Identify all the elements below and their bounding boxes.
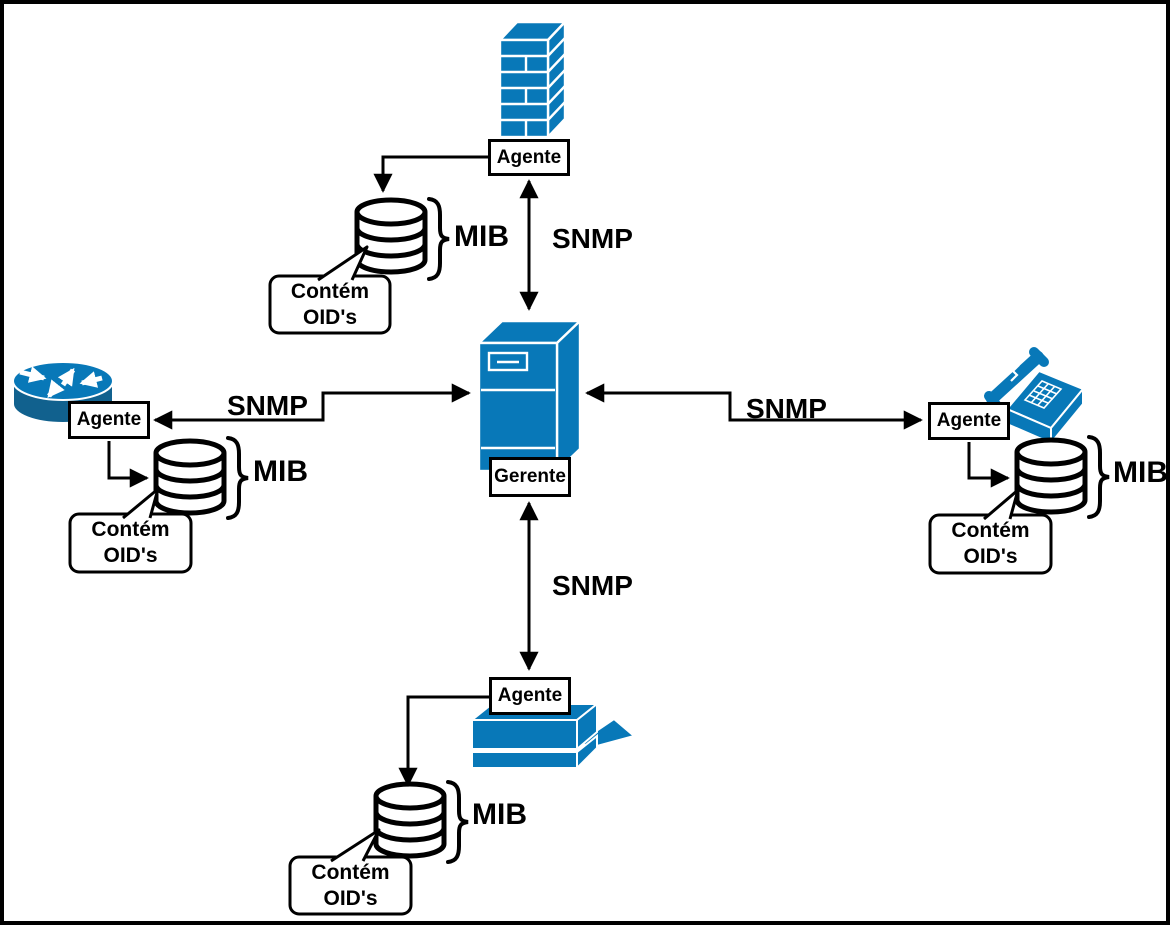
callout-right-line1: Contém: [951, 519, 1030, 542]
callout-bottom-line1: Contém: [311, 860, 390, 884]
snmp-label-top: SNMP: [552, 223, 633, 254]
callout-bottom-line2: OID's: [323, 886, 378, 910]
mib-database-bottom: [376, 784, 444, 856]
mib-label-bottom: MIB: [472, 798, 527, 831]
agent-box-left: Agente: [68, 401, 150, 439]
mib-brace-top: [427, 197, 451, 281]
connector-agent-mib-top: [373, 155, 488, 193]
firewall-icon: [497, 18, 568, 141]
callout-right-line2: OID's: [963, 545, 1018, 568]
callout-left-shape: [68, 487, 193, 574]
connector-agent-mib-right: [967, 442, 1010, 488]
callout-text-left: Contém OID's: [70, 514, 191, 572]
connector-agent-mib-bottom: [398, 695, 489, 787]
connector-agent-mib-left: [107, 441, 149, 488]
connector-snmp-left: [153, 383, 471, 430]
agent-box-bottom: Agente: [489, 677, 571, 715]
callout-left-line2: OID's: [103, 544, 158, 567]
mib-label-right: MIB: [1113, 456, 1168, 489]
callout-text-top: Contém OID's: [270, 276, 390, 333]
callout-top-line1: Contém: [290, 279, 370, 303]
agent-box-top: Agente: [488, 139, 570, 176]
connector-snmp-right: [585, 383, 923, 430]
callout-text-bottom: Contém OID's: [290, 857, 411, 914]
snmp-label-left: SNMP: [227, 390, 308, 421]
callout-left-line1: Contém: [91, 518, 170, 541]
callout-right-shape: [928, 488, 1053, 575]
callout-top-line2: OID's: [302, 305, 357, 329]
callout-top-shape: [268, 245, 392, 335]
mib-database-top: [357, 200, 425, 272]
snmp-label-bottom: SNMP: [552, 570, 633, 601]
callout-bottom-shape: [288, 828, 413, 916]
agent-box-right: Agente: [928, 402, 1010, 440]
manager-box: Gerente: [489, 457, 571, 497]
mib-label-top: MIB: [454, 220, 509, 253]
mib-label-left: MIB: [253, 455, 308, 488]
mib-brace-bottom: [446, 780, 470, 864]
mib-brace-right: [1087, 435, 1111, 519]
callout-text-right: Contém OID's: [930, 515, 1051, 573]
mib-database-left: [156, 441, 224, 513]
server-icon: [476, 318, 583, 474]
snmp-label-right: SNMP: [746, 393, 827, 424]
mib-brace-left: [226, 436, 250, 520]
mib-database-right: [1017, 440, 1085, 512]
